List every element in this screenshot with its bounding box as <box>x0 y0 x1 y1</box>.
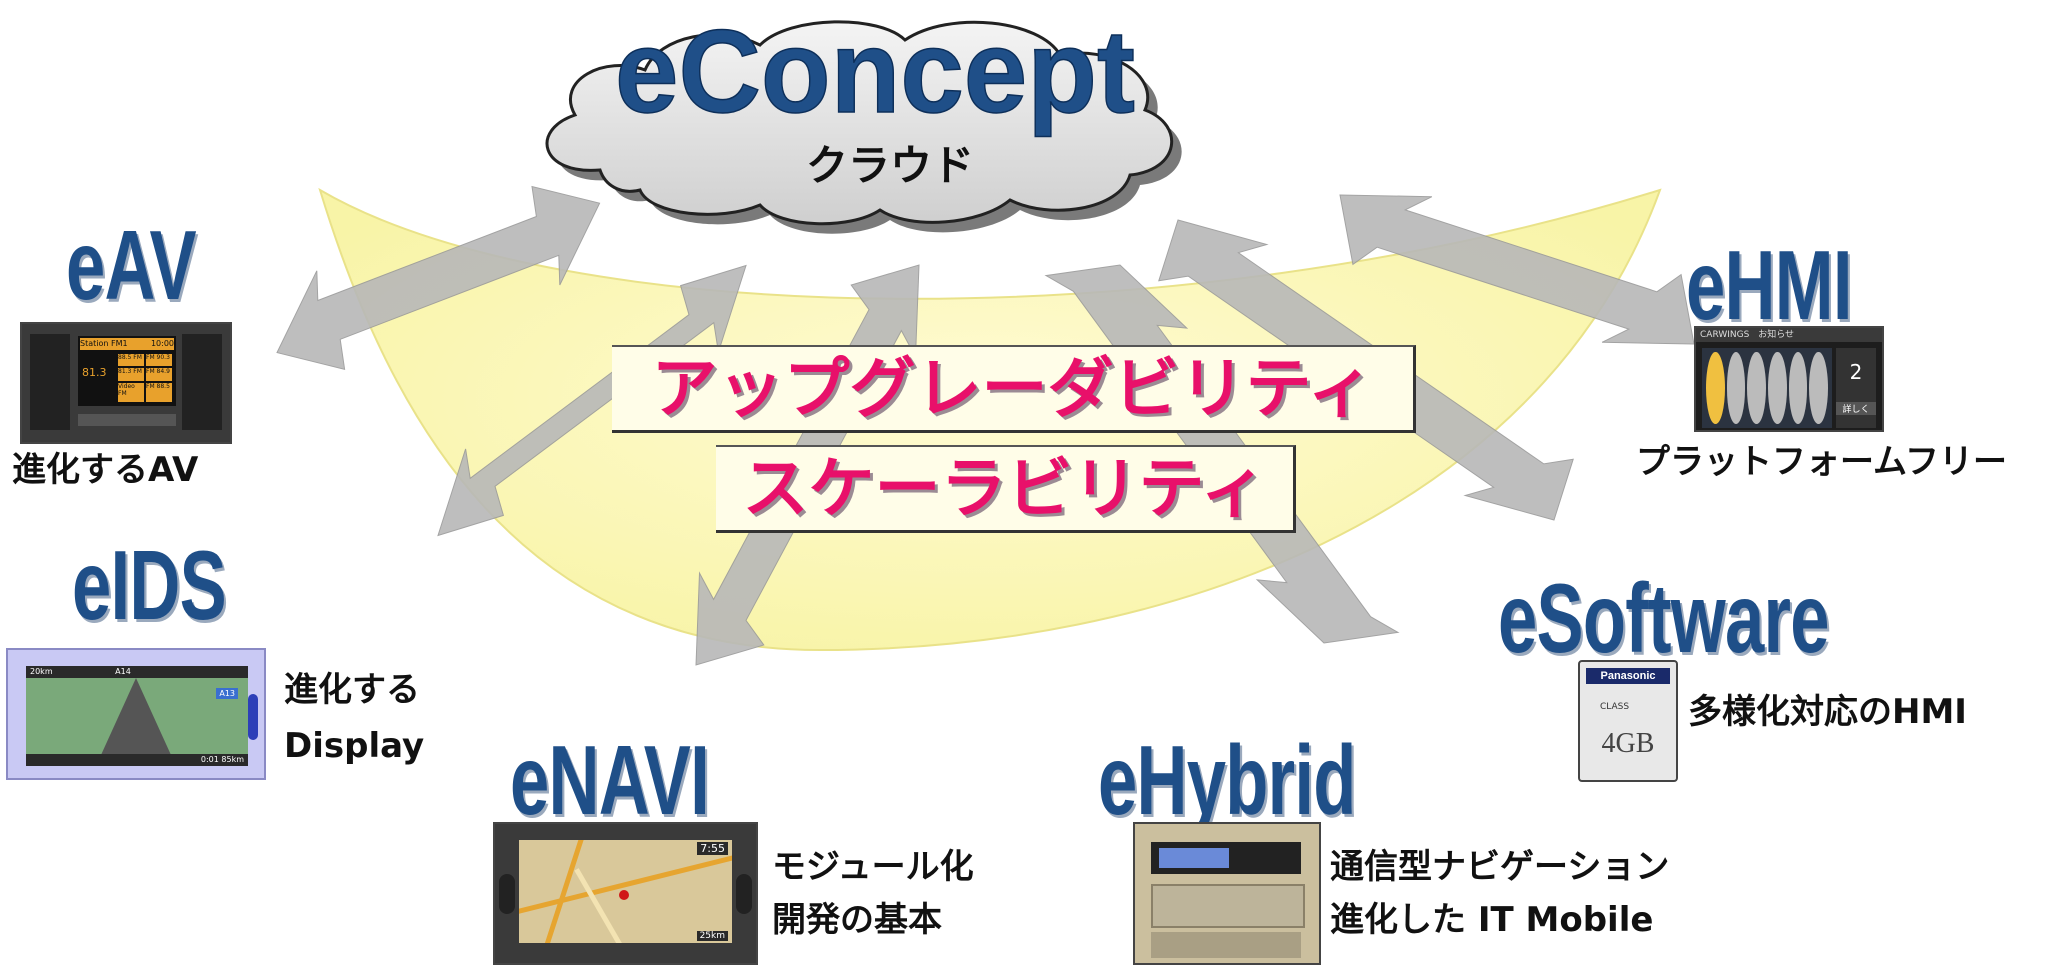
caption-enavi-line1: モジュール化 <box>772 847 974 887</box>
weather-icon <box>1788 352 1808 424</box>
weather-icon <box>1747 352 1766 424</box>
node-title-esoftware: eSoftware <box>1498 563 1829 673</box>
hmi-detail-button[interactable]: 詳しく <box>1836 402 1876 415</box>
screenshot-ehmi-carwings: CARWINGS お知らせ 2 詳しく <box>1694 326 1884 432</box>
navi-clock: 7:55 <box>697 842 728 855</box>
av-preset-button[interactable]: Video FM <box>118 382 144 402</box>
node-title-eids: eIDS <box>72 530 227 640</box>
caption-enavi-line2: 開発の基本 <box>772 900 942 940</box>
av-preset-button[interactable]: FM 90.3 <box>146 354 172 367</box>
cloud <box>545 20 1182 234</box>
sd-brand: Panasonic <box>1586 668 1670 684</box>
node-title-eav: eAV <box>66 210 197 320</box>
av-station-label: Station FM1 <box>80 339 128 348</box>
arrow-eav <box>276 185 601 370</box>
caption-ehybrid-line1: 通信型ナビゲーション <box>1330 847 1670 887</box>
av-preset-button[interactable]: FM 88.5 <box>146 382 172 402</box>
navi-scale: 25km <box>696 931 728 941</box>
av-preset-button[interactable]: 88.5 FM <box>118 354 144 367</box>
caption-ehmi: プラットフォームフリー <box>1636 442 2007 482</box>
sd-capacity: 4GB <box>1601 728 1655 759</box>
photo-ehybrid-dashboard <box>1133 822 1321 965</box>
ids-distance: 20km <box>30 667 53 676</box>
sd-card-image: Panasonic CLASS 4GB <box>1578 660 1678 782</box>
caption-eids-line1: 進化する <box>284 670 420 710</box>
hmi-side-value: 2 <box>1849 360 1863 384</box>
hmi-brand: CARWINGS <box>1700 330 1750 340</box>
screenshot-eids-display: 20km A14 A13 0:01 85km <box>6 648 266 780</box>
key-upgradability: アップグレーダビリティ <box>612 345 1416 433</box>
av-clock: 10:00 <box>150 339 174 348</box>
node-title-enavi: eNAVI <box>510 725 710 835</box>
arrow-eids <box>437 264 747 537</box>
screenshot-eav-head-unit: Station FM1 10:00 81.3 88.5 FM FM 90.3 8… <box>20 322 232 444</box>
av-frequency: 81.3 <box>82 366 107 379</box>
key-scalability: スケーラビリティ <box>716 445 1296 533</box>
av-preset-button[interactable]: 81.3 FM <box>118 368 144 381</box>
weather-icon <box>1706 352 1725 424</box>
av-preset-button[interactable]: FM 84.9 <box>146 368 172 381</box>
hmi-title: お知らせ <box>1758 330 1795 340</box>
node-title-ehmi: eHMI <box>1686 230 1852 340</box>
ids-road: A14 <box>115 667 131 676</box>
cloud-subtitle: クラウド <box>806 141 974 190</box>
ids-status: 0:01 85km <box>26 754 248 766</box>
node-title-ehybrid: eHybrid <box>1098 725 1356 835</box>
arrow-ehmi <box>1339 194 1695 345</box>
sd-class: CLASS <box>1600 702 1630 712</box>
screenshot-enavi-unit: 7:55 25km <box>493 822 758 965</box>
caption-eav: 進化するAV <box>12 450 199 490</box>
weather-icon <box>1809 352 1828 424</box>
weather-icon <box>1767 352 1787 424</box>
caption-eids-line2: Display <box>284 726 425 766</box>
cloud-title: eConcept <box>615 6 1135 138</box>
ids-tag: A13 <box>216 688 238 699</box>
weather-icon <box>1726 352 1746 424</box>
caption-esoftware: 多様化対応のHMI <box>1688 692 1967 732</box>
caption-ehybrid-line2: 進化した IT Mobile <box>1330 900 1654 940</box>
